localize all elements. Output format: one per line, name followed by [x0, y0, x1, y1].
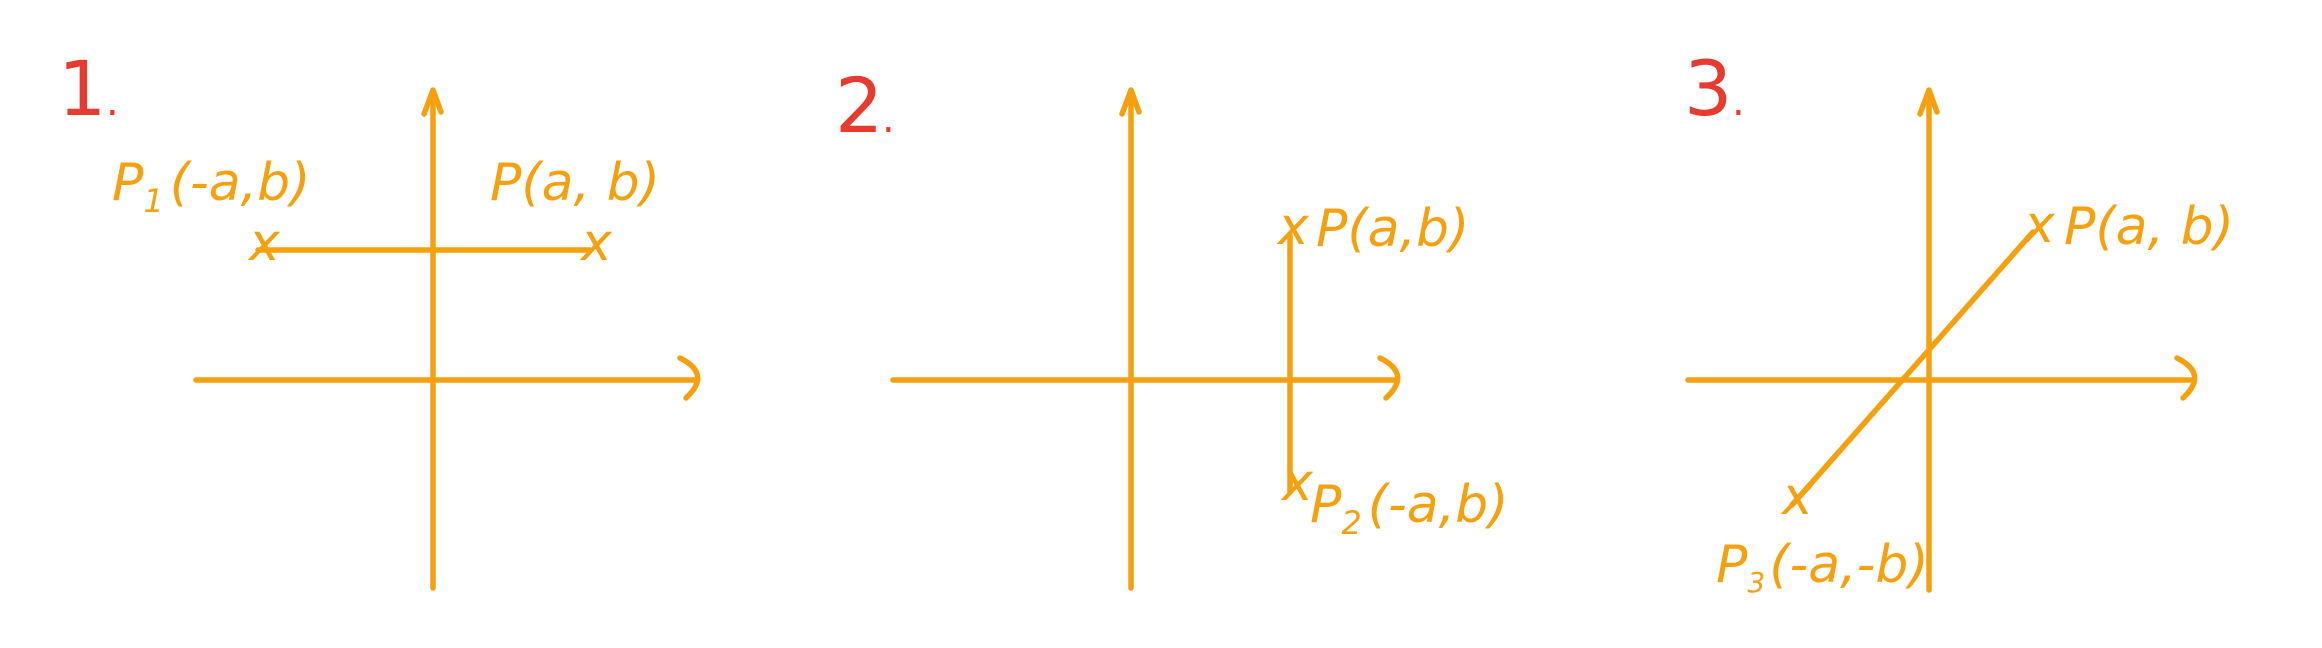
panel-2-x-axis-arrowhead: [1377, 355, 1401, 401]
panel-2-label-p2: P2(-a,b): [1310, 475, 1508, 542]
panel-1-y-axis-arrowhead: [421, 87, 444, 117]
panel-1-label-p-coords: (a, b): [521, 153, 660, 213]
panel-1-label-p1-coords: (-a,b): [170, 153, 311, 213]
panel-3-label-p: P(a, b): [2064, 197, 2234, 257]
panel-1-number: 1: [58, 44, 106, 133]
panel-1-number-dot: .: [106, 79, 119, 125]
panel-3-segment-p-p3: [1789, 229, 2036, 508]
panel-3: 3 . x x P(a, b) P3(-a,-b): [1684, 44, 2234, 599]
panel-3-label-p3-coords: (-a,-b): [1769, 535, 1929, 595]
panel-2: 2 . x x P(a,b) P2(-a,b): [835, 61, 1508, 591]
panel-1-label-p1: P1(-a,b): [112, 153, 310, 220]
panel-3-label-p-prefix: P: [2064, 197, 2096, 257]
panel-2-point-p-marker: x: [1276, 197, 1310, 257]
panel-2-label-p2-coords: (-a,b): [1368, 475, 1509, 535]
panel-3-number: 3: [1684, 44, 1732, 133]
panel-2-number: 2: [835, 61, 883, 150]
panel-3-y-axis-arrowhead: [1917, 87, 1940, 117]
panel-1-label-p1-sub: 1: [143, 182, 163, 220]
panel-2-point-p2-marker: x: [1280, 453, 1314, 513]
panel-2-number-dot: .: [882, 96, 895, 142]
panel-1-label-p-prefix: P: [490, 153, 522, 213]
panel-2-label-p-coords: (a,b): [1347, 199, 1469, 259]
panel-3-point-p3-marker: x: [1780, 467, 1814, 527]
panel-3-label-p3-sub: 3: [1747, 566, 1765, 599]
panel-3-point-p-marker: x: [2022, 195, 2056, 255]
panel-3-label-p3: P3(-a,-b): [1716, 535, 1929, 599]
panel-1-label-p1-prefix: P: [112, 153, 144, 213]
panel-3-label-p3-prefix: P: [1716, 535, 1748, 595]
panel-2-label-p: P(a,b): [1316, 199, 1469, 259]
panel-1: 1 . x x P1(-a,b) P(a, b): [58, 44, 701, 591]
panel-2-label-p2-prefix: P: [1310, 475, 1342, 535]
panel-1-label-p: P(a, b): [490, 153, 660, 213]
panel-2-label-p-prefix: P: [1316, 199, 1348, 259]
panel-3-x-axis-arrowhead: [2174, 355, 2198, 401]
panel-1-point-p-marker: x: [579, 213, 613, 273]
panel-1-point-p1-marker: x: [247, 213, 281, 273]
panel-3-label-p-coords: (a, b): [2095, 197, 2234, 257]
panel-2-label-p2-sub: 2: [1341, 504, 1361, 542]
panel-3-number-dot: .: [1732, 79, 1745, 125]
panel-1-x-axis-arrowhead: [677, 355, 701, 401]
panel-2-y-axis-arrowhead: [1119, 87, 1142, 117]
